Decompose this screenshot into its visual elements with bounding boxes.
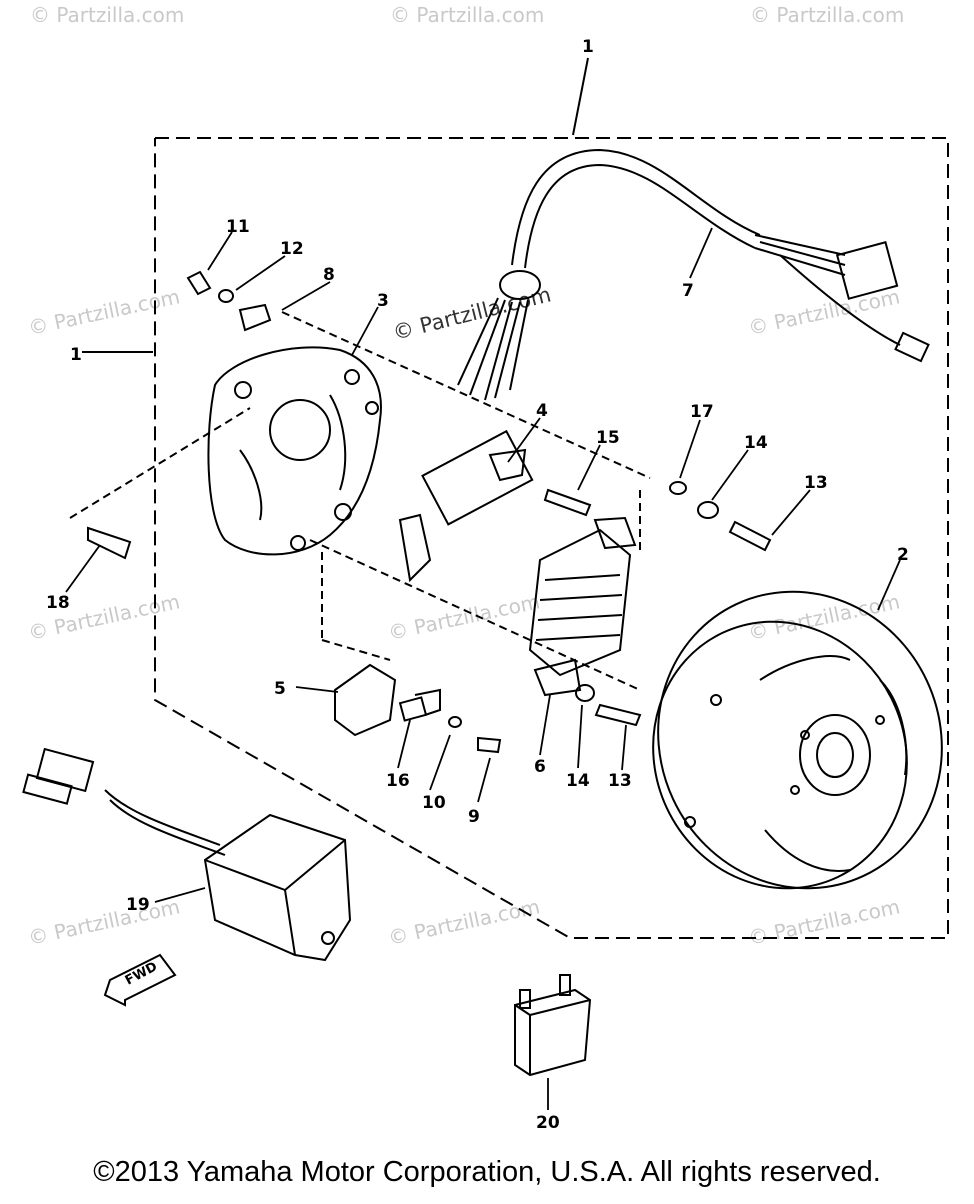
stator-base-plate <box>207 346 382 556</box>
callout-leaders <box>82 57 589 353</box>
assembly-boundary <box>154 137 949 939</box>
wire-harness <box>457 148 930 401</box>
callout-16: 16 <box>386 771 410 791</box>
callout-12: 12 <box>280 239 304 259</box>
watermark: © Partzilla.com <box>390 3 544 27</box>
watermark: © Partzilla.com <box>746 894 902 950</box>
callout-1: 1 <box>582 37 594 57</box>
watermark: © Partzilla.com <box>386 894 542 950</box>
callout-4: 4 <box>536 401 548 421</box>
flywheel-rotor <box>652 590 943 890</box>
callout-17: 17 <box>690 402 714 422</box>
callout-3: 3 <box>377 291 389 311</box>
callout-8: 8 <box>323 265 335 285</box>
callout-5: 5 <box>274 679 286 699</box>
callout-15: 15 <box>596 428 620 448</box>
cdi-unit <box>22 747 352 962</box>
watermark: © Partzilla.com <box>30 3 184 27</box>
callout-14: 14 <box>744 433 768 453</box>
watermark: © Partzilla.com <box>386 589 542 645</box>
callout-14: 14 <box>566 771 590 791</box>
callout-18: 18 <box>46 593 70 613</box>
callout-10: 10 <box>422 793 446 813</box>
callout-2: 2 <box>897 545 909 565</box>
callout-11: 11 <box>226 217 250 237</box>
rectifier-unit <box>514 974 592 1077</box>
source-coil <box>528 516 637 697</box>
switch-unit <box>334 663 441 737</box>
callout-1: 1 <box>70 345 82 365</box>
watermark: © Partzilla.com <box>746 589 902 645</box>
callout-leader-lines <box>65 227 901 1110</box>
callout-13: 13 <box>608 771 632 791</box>
forward-arrow-icon: FWD <box>103 953 177 1007</box>
callout-6: 6 <box>534 757 546 777</box>
copyright-notice: ©2013 Yamaha Motor Corporation, U.S.A. A… <box>93 1156 881 1188</box>
callout-7: 7 <box>682 281 694 301</box>
watermark: © Partzilla.com <box>26 284 182 340</box>
watermark: © Partzilla.com <box>750 3 904 27</box>
callout-13: 13 <box>804 473 828 493</box>
watermark: © Partzilla.com <box>26 894 182 950</box>
pickup-coil <box>398 429 534 583</box>
watermark-main: © Partzilla.com <box>390 282 553 344</box>
watermark-layer: © Partzilla.com © Partzilla.com © Partzi… <box>26 3 904 950</box>
callout-19: 19 <box>126 895 150 915</box>
hardware-parts <box>69 270 772 754</box>
callout-9: 9 <box>468 807 480 827</box>
callout-labels: 1 1 2 3 4 5 6 7 8 9 10 11 12 13 13 14 14… <box>46 37 909 1133</box>
callout-20: 20 <box>536 1113 560 1133</box>
